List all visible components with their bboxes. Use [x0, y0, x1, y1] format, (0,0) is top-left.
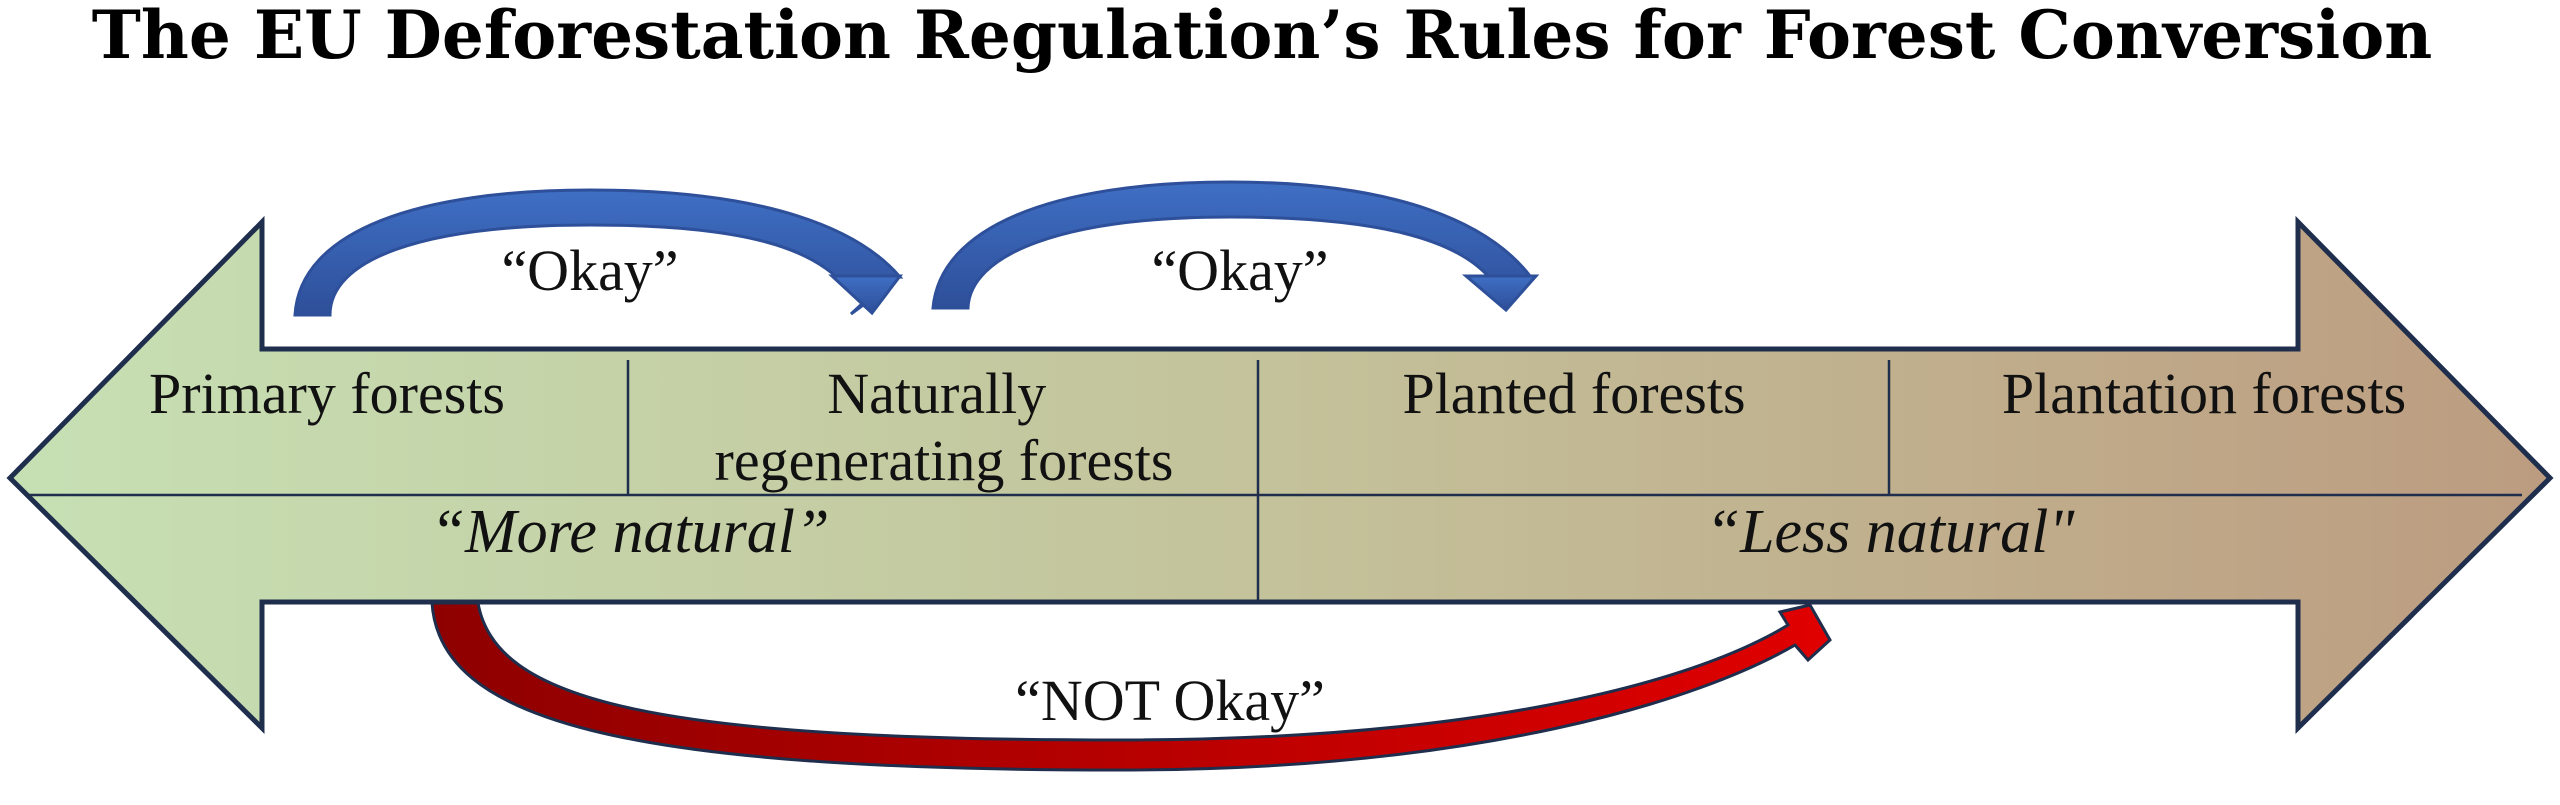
category-plantation-forests: Plantation forests: [2002, 361, 2406, 426]
category-planted-forests-line-1: Planted forests: [1402, 361, 1745, 426]
double-arrow-band: [6, 215, 2554, 735]
not-okay-label: “NOT Okay”: [1015, 668, 1325, 733]
category-primary-forests: Primary forests: [149, 361, 505, 426]
not-okay-arrow: [430, 601, 1832, 772]
category-naturally-regenerating: Naturally regenerating forests: [715, 361, 1174, 493]
diagram-title: The EU Deforestation Regulation’s Rules …: [92, 0, 2433, 74]
category-naturally-regenerating-line-1: Naturally: [827, 361, 1046, 426]
category-naturally-regenerating-line-2: regenerating forests: [715, 428, 1174, 493]
okay-label-2: “Okay”: [1151, 238, 1328, 303]
category-primary-forests-line-1: Primary forests: [149, 361, 505, 426]
more-natural-label: “More natural”: [430, 498, 829, 566]
category-plantation-forests-line-1: Plantation forests: [2002, 361, 2406, 426]
okay-arrow-2-head: [1461, 274, 1540, 313]
category-planted-forests: Planted forests: [1402, 361, 1745, 426]
okay-label-1: “Okay”: [501, 238, 678, 303]
less-natural-label: “Less natural": [1706, 498, 2076, 566]
okay-arrow-1-head: [828, 274, 904, 316]
